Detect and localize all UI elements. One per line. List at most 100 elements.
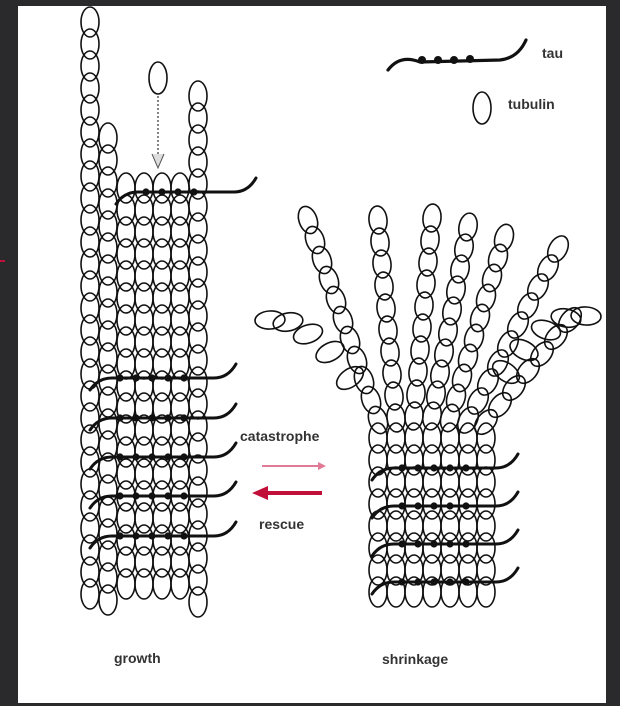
tau-bead — [446, 540, 453, 547]
tubulin-dimer — [330, 304, 356, 336]
tau-bead — [398, 540, 405, 547]
tau-bead — [116, 492, 123, 499]
tau-bead — [164, 374, 171, 381]
tau-legend-icon — [388, 40, 526, 70]
tubulin-dimer — [422, 203, 442, 233]
tau-bead — [414, 464, 421, 471]
tubulin-dimer — [498, 371, 530, 404]
shrinkage-label: shrinkage — [382, 651, 448, 667]
tau-bead — [116, 374, 123, 381]
tubulin-dimer — [255, 310, 286, 330]
tau-bead — [398, 464, 405, 471]
tubulin-dimer — [135, 569, 153, 599]
growth-label: growth — [114, 650, 161, 666]
tubulin-dimer — [473, 282, 498, 314]
tau-label: tau — [542, 45, 563, 61]
tubulin-label: tubulin — [508, 96, 555, 112]
tubulin-dimer — [302, 224, 328, 256]
tubulin-dimer — [491, 222, 516, 254]
tau-bead — [446, 502, 453, 509]
tau-bead — [164, 453, 171, 460]
tau-strand — [90, 364, 236, 390]
tubulin-dimer — [467, 302, 492, 334]
tubulin-dimer — [81, 579, 99, 609]
tubulin-dimer — [470, 405, 502, 438]
tau-bead — [116, 414, 123, 421]
tubulin-dimer — [461, 322, 486, 354]
tubulin-dimer — [171, 569, 189, 599]
tubulin-dimer — [368, 205, 388, 235]
tubulin-dimer — [571, 306, 602, 326]
incoming-tubulin-icon — [149, 62, 167, 168]
tubulin-dimer — [309, 244, 335, 276]
tau-bead — [414, 502, 421, 509]
tubulin-dimer — [449, 362, 474, 394]
tubulin-dimer — [117, 569, 135, 599]
tubulin-legend-icon — [473, 92, 491, 124]
tau-strand — [372, 568, 518, 594]
tubulin-dimer — [351, 364, 377, 396]
tubulin-dimer — [485, 242, 510, 274]
tau-bead — [430, 502, 437, 509]
tau-bead — [430, 464, 437, 471]
tau-bead — [462, 540, 469, 547]
tau-bead — [132, 374, 139, 381]
tubulin-dimer — [323, 284, 349, 316]
tubulin-dimer — [291, 321, 325, 348]
tubulin-dimer — [189, 587, 207, 617]
tau-bead — [148, 532, 155, 539]
catastrophe-arrow — [262, 462, 326, 470]
rescue-arrow — [252, 486, 322, 500]
tau-bead — [148, 374, 155, 381]
tau-bead — [462, 578, 469, 585]
tau-bead — [142, 188, 149, 195]
tau-bead — [174, 188, 181, 195]
tau-bead — [414, 578, 421, 585]
tubulin-dimer — [153, 569, 171, 599]
rescue-label: rescue — [259, 516, 304, 532]
tau-bead — [180, 453, 187, 460]
tubulin-dimer — [316, 264, 342, 296]
tau-bead — [446, 578, 453, 585]
tubulin-dimer — [99, 585, 117, 615]
tau-bead — [462, 464, 469, 471]
tau-bead — [116, 532, 123, 539]
tau-bead — [180, 532, 187, 539]
tubulin-dimer — [358, 384, 384, 416]
tau-bead — [132, 532, 139, 539]
tubulin-dimer — [479, 262, 504, 294]
tau-bead — [430, 540, 437, 547]
tubulin-dimer — [455, 342, 480, 374]
tau-bead — [180, 414, 187, 421]
tau-bead — [158, 188, 165, 195]
growth-tau-group — [90, 178, 256, 548]
tau-bead — [116, 453, 123, 460]
tubulin-dimer — [272, 310, 305, 333]
growth-microtubule — [81, 7, 207, 617]
tau-strand — [90, 443, 236, 469]
shrinkage-microtubule — [255, 203, 602, 607]
tau-strand — [372, 454, 518, 480]
tau-bead — [446, 464, 453, 471]
tau-bead — [132, 414, 139, 421]
tau-bead — [190, 188, 197, 195]
catastrophe-label: catastrophe — [240, 428, 319, 444]
tubulin-dimer — [313, 337, 348, 367]
tubulin-dimer — [344, 344, 370, 376]
tubulin-dimer — [337, 324, 363, 356]
tau-bead — [430, 578, 437, 585]
tau-bead — [132, 453, 139, 460]
tau-bead — [148, 492, 155, 499]
tau-bead — [164, 414, 171, 421]
tau-bead — [462, 502, 469, 509]
tubulin-dimer — [526, 337, 558, 370]
tubulin-dimer — [529, 317, 563, 344]
tau-bead — [398, 502, 405, 509]
tau-bead — [180, 374, 187, 381]
tau-bead — [180, 492, 187, 499]
tau-bead — [414, 540, 421, 547]
tau-bead — [164, 492, 171, 499]
tau-bead — [148, 453, 155, 460]
tubulin-dimer — [295, 204, 321, 236]
